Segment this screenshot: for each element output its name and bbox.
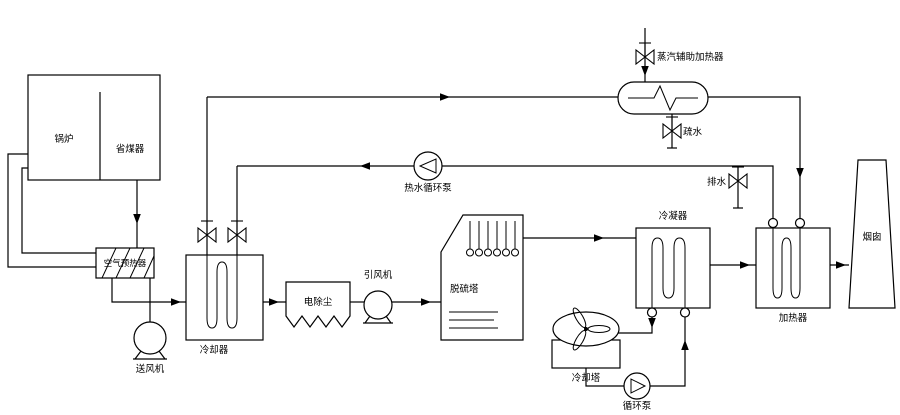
arrow-into-esp-icon — [269, 298, 279, 306]
esp-label: 电除尘 — [304, 296, 333, 308]
arrow-into-cooler-icon — [171, 298, 181, 306]
condenser — [635, 227, 711, 309]
fd-fan-icon — [133, 321, 167, 355]
hot-water-pump-icon — [413, 151, 443, 181]
fgd-tower — [440, 214, 524, 341]
fgd-spray-nozzles — [466, 248, 519, 257]
cooling-tower-label: 冷却塔 — [572, 372, 601, 384]
pipe-pump-to-condenser — [650, 317, 686, 387]
hot-water-pump-label: 热水循环泵 — [404, 182, 452, 194]
pipe-steamheater-to-heater — [708, 96, 801, 219]
fgd-spray-lines — [469, 221, 516, 249]
pipe-condenser-to-coolingtower — [618, 317, 653, 334]
arrow-into-tower-icon — [421, 298, 431, 306]
hot-water-pump-direction — [418, 158, 437, 174]
air-preheater-label: 空气预热器 — [104, 258, 147, 268]
steam-aux-heater-label: 蒸汽辅助加热器 — [657, 51, 724, 63]
steam-aux-heater — [617, 81, 709, 115]
arrow-steam-in-icon — [641, 66, 649, 76]
steam-aux-heater-element — [628, 84, 698, 112]
chimney — [848, 159, 896, 309]
pipe-preheater-to-cooler — [111, 278, 186, 303]
arrow-to-cooling-tower-icon — [648, 318, 656, 328]
id-fan-label: 引风机 — [364, 269, 393, 281]
condenser-port-right — [679, 307, 691, 318]
chimney-label: 烟囱 — [862, 231, 881, 243]
arrow-tower-to-condenser-icon — [594, 234, 604, 242]
arrow-into-heater-icon — [796, 168, 804, 178]
cooler — [185, 254, 264, 341]
heater-label: 加热器 — [779, 312, 808, 324]
air-duct-inner — [21, 167, 96, 254]
arrow-heater-to-chimney-icon — [836, 261, 846, 269]
heater-port-left — [767, 217, 779, 229]
esp — [285, 281, 351, 329]
pipe-hot-water-return — [237, 165, 774, 219]
arrow-hot-water-return-icon — [360, 162, 370, 170]
economizer-label: 省煤器 — [116, 143, 145, 155]
condenser-label: 冷凝器 — [659, 210, 688, 222]
air-preheater-hatch — [101, 247, 155, 279]
arrow-to-condenser-icon — [681, 340, 689, 350]
fgd-liquid-level-lines — [449, 311, 498, 329]
pipe-coolingtower-to-pump — [585, 368, 624, 387]
fd-fan-label: 送风机 — [136, 363, 165, 375]
heater-port-right — [794, 217, 806, 229]
condenser-port-left — [646, 307, 658, 318]
boiler-label: 锅炉 — [54, 133, 73, 145]
fd-fan-base — [133, 350, 167, 360]
arrow-flue-down-icon — [133, 214, 141, 224]
heater-coil — [772, 228, 801, 299]
drain-label: 排水 — [707, 176, 727, 188]
cooler-label: 冷却器 — [200, 344, 229, 356]
condenser-coil — [651, 237, 686, 308]
circulation-pump-direction — [630, 378, 647, 394]
air-duct-outer — [7, 153, 96, 268]
trap-drain-label: 疏水 — [683, 126, 703, 138]
heater — [755, 227, 831, 309]
air-preheater — [95, 247, 155, 279]
id-fan-base — [363, 315, 393, 324]
cooler-coil — [206, 255, 238, 329]
cooling-tower-fan-icon — [572, 307, 611, 351]
fgd-tower-label: 脱硫塔 — [450, 283, 479, 295]
arrow-condenser-to-heater-icon — [740, 261, 750, 269]
boiler — [27, 74, 161, 181]
id-fan-icon — [363, 290, 393, 320]
circulation-pump-label: 循环泵 — [623, 400, 652, 412]
arrow-hot-water-supply-icon — [440, 93, 450, 101]
